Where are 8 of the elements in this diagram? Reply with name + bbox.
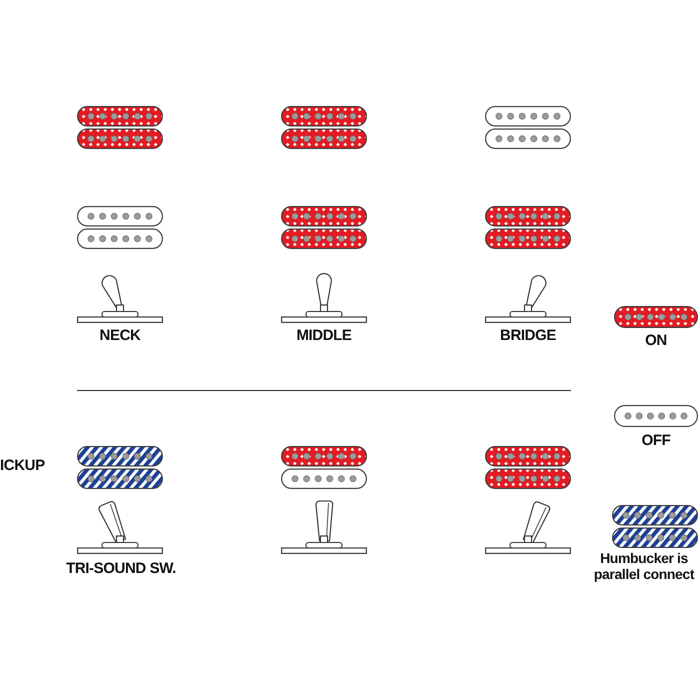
position-label: NECK [100,327,140,344]
switch-label: TRI-SOUND SW. [66,560,176,577]
position-label: BRIDGE [500,327,556,344]
legend-label: Humbucker is parallel connect [592,550,696,582]
position-label: MIDDLE [296,327,352,344]
pickup-label: ICKUP [0,457,45,474]
legend-label: OFF [642,432,670,449]
legend-label: ON [645,332,667,349]
